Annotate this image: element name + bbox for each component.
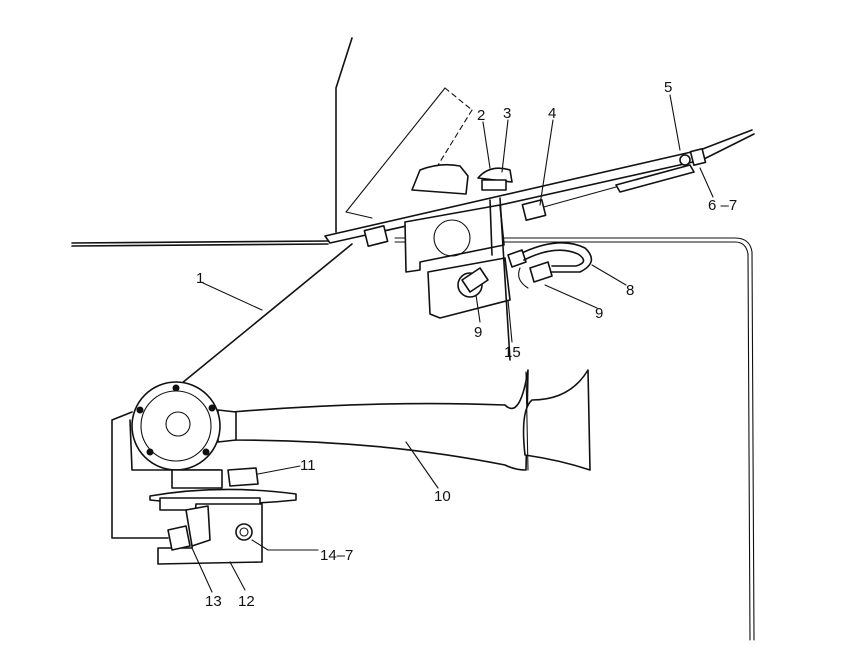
mounting-bracket-12 <box>157 503 263 565</box>
leader-lines <box>191 94 714 593</box>
callout-3: 3 <box>503 105 511 122</box>
callout-1: 1 <box>196 270 204 287</box>
fittings-and-hose <box>461 242 593 293</box>
valve-cover <box>411 163 513 195</box>
callout-labels: 1 2 3 4 5 6 –7 8 9 9 15 11 10 14–7 13 12 <box>196 79 737 610</box>
valve-body <box>404 197 511 361</box>
mounting-bar <box>324 129 755 244</box>
diaphragm-base <box>149 467 297 511</box>
callout-6-7: 6 –7 <box>708 197 737 214</box>
cab-outline <box>71 37 755 641</box>
bracket-nuts <box>363 147 707 247</box>
callout-11: 11 <box>300 457 316 474</box>
callout-9-left: 9 <box>474 324 482 341</box>
callout-5: 5 <box>664 79 672 96</box>
callout-2: 2 <box>477 107 485 124</box>
air-horn-assembly <box>129 369 591 489</box>
windshield-panel <box>345 87 473 219</box>
callout-8: 8 <box>626 282 634 299</box>
callout-9-right: 9 <box>595 305 603 322</box>
callout-4: 4 <box>548 105 556 122</box>
air-line-1 <box>111 243 353 539</box>
callout-10: 10 <box>434 488 451 505</box>
callout-14-7: 14–7 <box>320 547 353 564</box>
callout-13: 13 <box>205 593 222 610</box>
callout-12: 12 <box>238 593 255 610</box>
callout-15: 15 <box>504 344 521 361</box>
